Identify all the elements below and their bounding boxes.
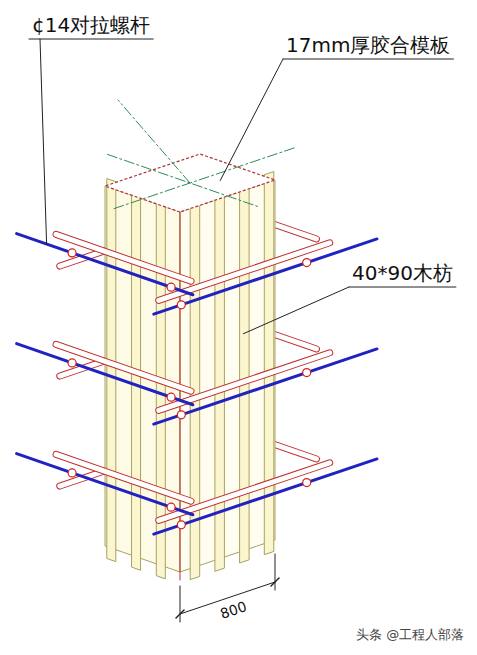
clamp-nut: [303, 259, 311, 267]
callout-label: 40*90木枋: [352, 262, 453, 285]
steel-pipe-core: [56, 344, 191, 391]
clamp-nut: [68, 469, 76, 477]
leader-underline: [349, 287, 456, 288]
steel-pipe-core: [56, 454, 191, 501]
leader-underline: [29, 39, 153, 40]
dimension-tick: [176, 610, 184, 618]
clamp-nut: [303, 479, 311, 487]
steel-pipe: [56, 234, 191, 281]
timber-batten: [132, 187, 141, 570]
tie-rod: [154, 349, 377, 424]
clamp-nut: [177, 301, 185, 309]
callout-label: 17mm厚胶合模板: [286, 34, 450, 57]
clamp-nut: [177, 411, 185, 419]
tie-rod: [154, 459, 377, 534]
extension-line: [180, 586, 181, 622]
extension-line: [275, 554, 276, 590]
clamp-nut: [177, 521, 185, 529]
clamp-nut: [167, 393, 175, 401]
steel-pipe-core: [56, 234, 191, 281]
tie-rod: [17, 234, 193, 295]
timber-batten: [107, 179, 116, 562]
callout-label: ¢14对拉螺杆: [32, 14, 150, 37]
clamp-nut: [303, 369, 311, 377]
leader-line: [243, 287, 349, 334]
clamp-nut: [68, 359, 76, 367]
center-line: [118, 100, 190, 183]
center-line: [114, 148, 295, 209]
clamp-nut: [167, 503, 175, 511]
clamp-nut: [68, 249, 76, 257]
steel-pipe: [56, 454, 191, 501]
tie-rod: [17, 454, 193, 515]
watermark: 头条 @工程人部落: [356, 628, 464, 643]
center-line: [108, 154, 258, 206]
leader-line: [220, 59, 283, 181]
dimension-tick: [271, 578, 279, 586]
leader-line: [40, 39, 47, 244]
leader-underline: [283, 59, 453, 60]
tie-rod: [154, 239, 377, 314]
clamp-nut: [167, 283, 175, 291]
dimension-value: 800: [218, 598, 248, 622]
tie-rod: [17, 344, 193, 405]
steel-pipe: [56, 344, 191, 391]
